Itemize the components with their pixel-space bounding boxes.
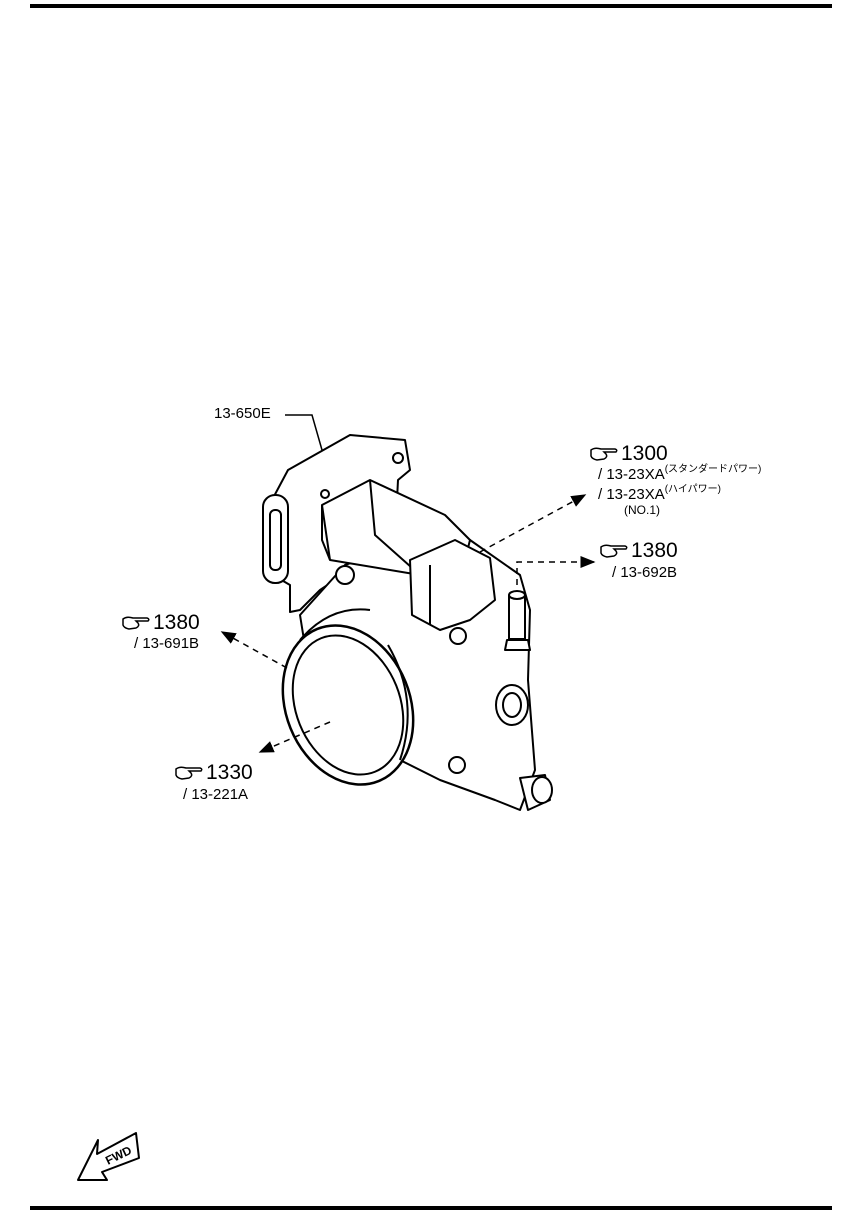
part-leader-line <box>285 414 323 451</box>
ref-1330-callout[interactable]: 1330 <box>174 762 253 783</box>
part-number-13-650E: 13-650E <box>214 405 271 422</box>
ref-1380-right-number: 1380 <box>631 539 678 562</box>
ref-1300-number: 1300 <box>621 442 668 465</box>
ref-1300-line-2: / 13-23XA(ハイパワー) <box>598 484 721 503</box>
ref-1300-code-2: / 13-23XA <box>598 486 665 503</box>
ref-1380-right-code: / 13-692B <box>612 564 678 581</box>
ref-1380-left-callout[interactable]: 1380 <box>121 612 200 633</box>
ref1300-arrow <box>479 494 587 553</box>
ref1380-left-arrow <box>220 631 288 669</box>
throttle-body-illustration <box>262 434 553 811</box>
ref-1380-right-callout[interactable]: 1380 <box>599 540 678 561</box>
ref-1300-code-1: / 13-23XA <box>598 466 665 483</box>
ref-1380-left-code: / 13-691B <box>134 635 200 652</box>
top-border-rule <box>30 4 832 8</box>
ref-1300-note-1: (スタンダードパワー) <box>664 464 762 475</box>
bottom-border-rule <box>30 1206 832 1210</box>
forward-arrow-icon: FWD <box>77 1132 140 1181</box>
pointing-hand-icon <box>600 544 628 558</box>
pointing-hand-icon <box>122 616 150 630</box>
pointing-hand-icon <box>590 447 618 461</box>
ref-1330-code: / 13-221A <box>183 786 249 803</box>
pointing-hand-icon <box>175 766 203 780</box>
ref1330-arrow <box>258 721 331 753</box>
ref-1330-number: 1330 <box>206 761 253 784</box>
ref-1300-callout[interactable]: 1300 <box>589 443 668 464</box>
ref-1300-line-1: / 13-23XA(スタンダードパワー) <box>598 464 762 483</box>
ref-1380-left-number: 1380 <box>153 611 200 634</box>
ref-1300-note-2: (ハイパワー) <box>664 484 721 495</box>
ref-1300-sub-note: (NO.1) <box>624 503 660 517</box>
ref1380-right-arrow <box>516 556 596 585</box>
